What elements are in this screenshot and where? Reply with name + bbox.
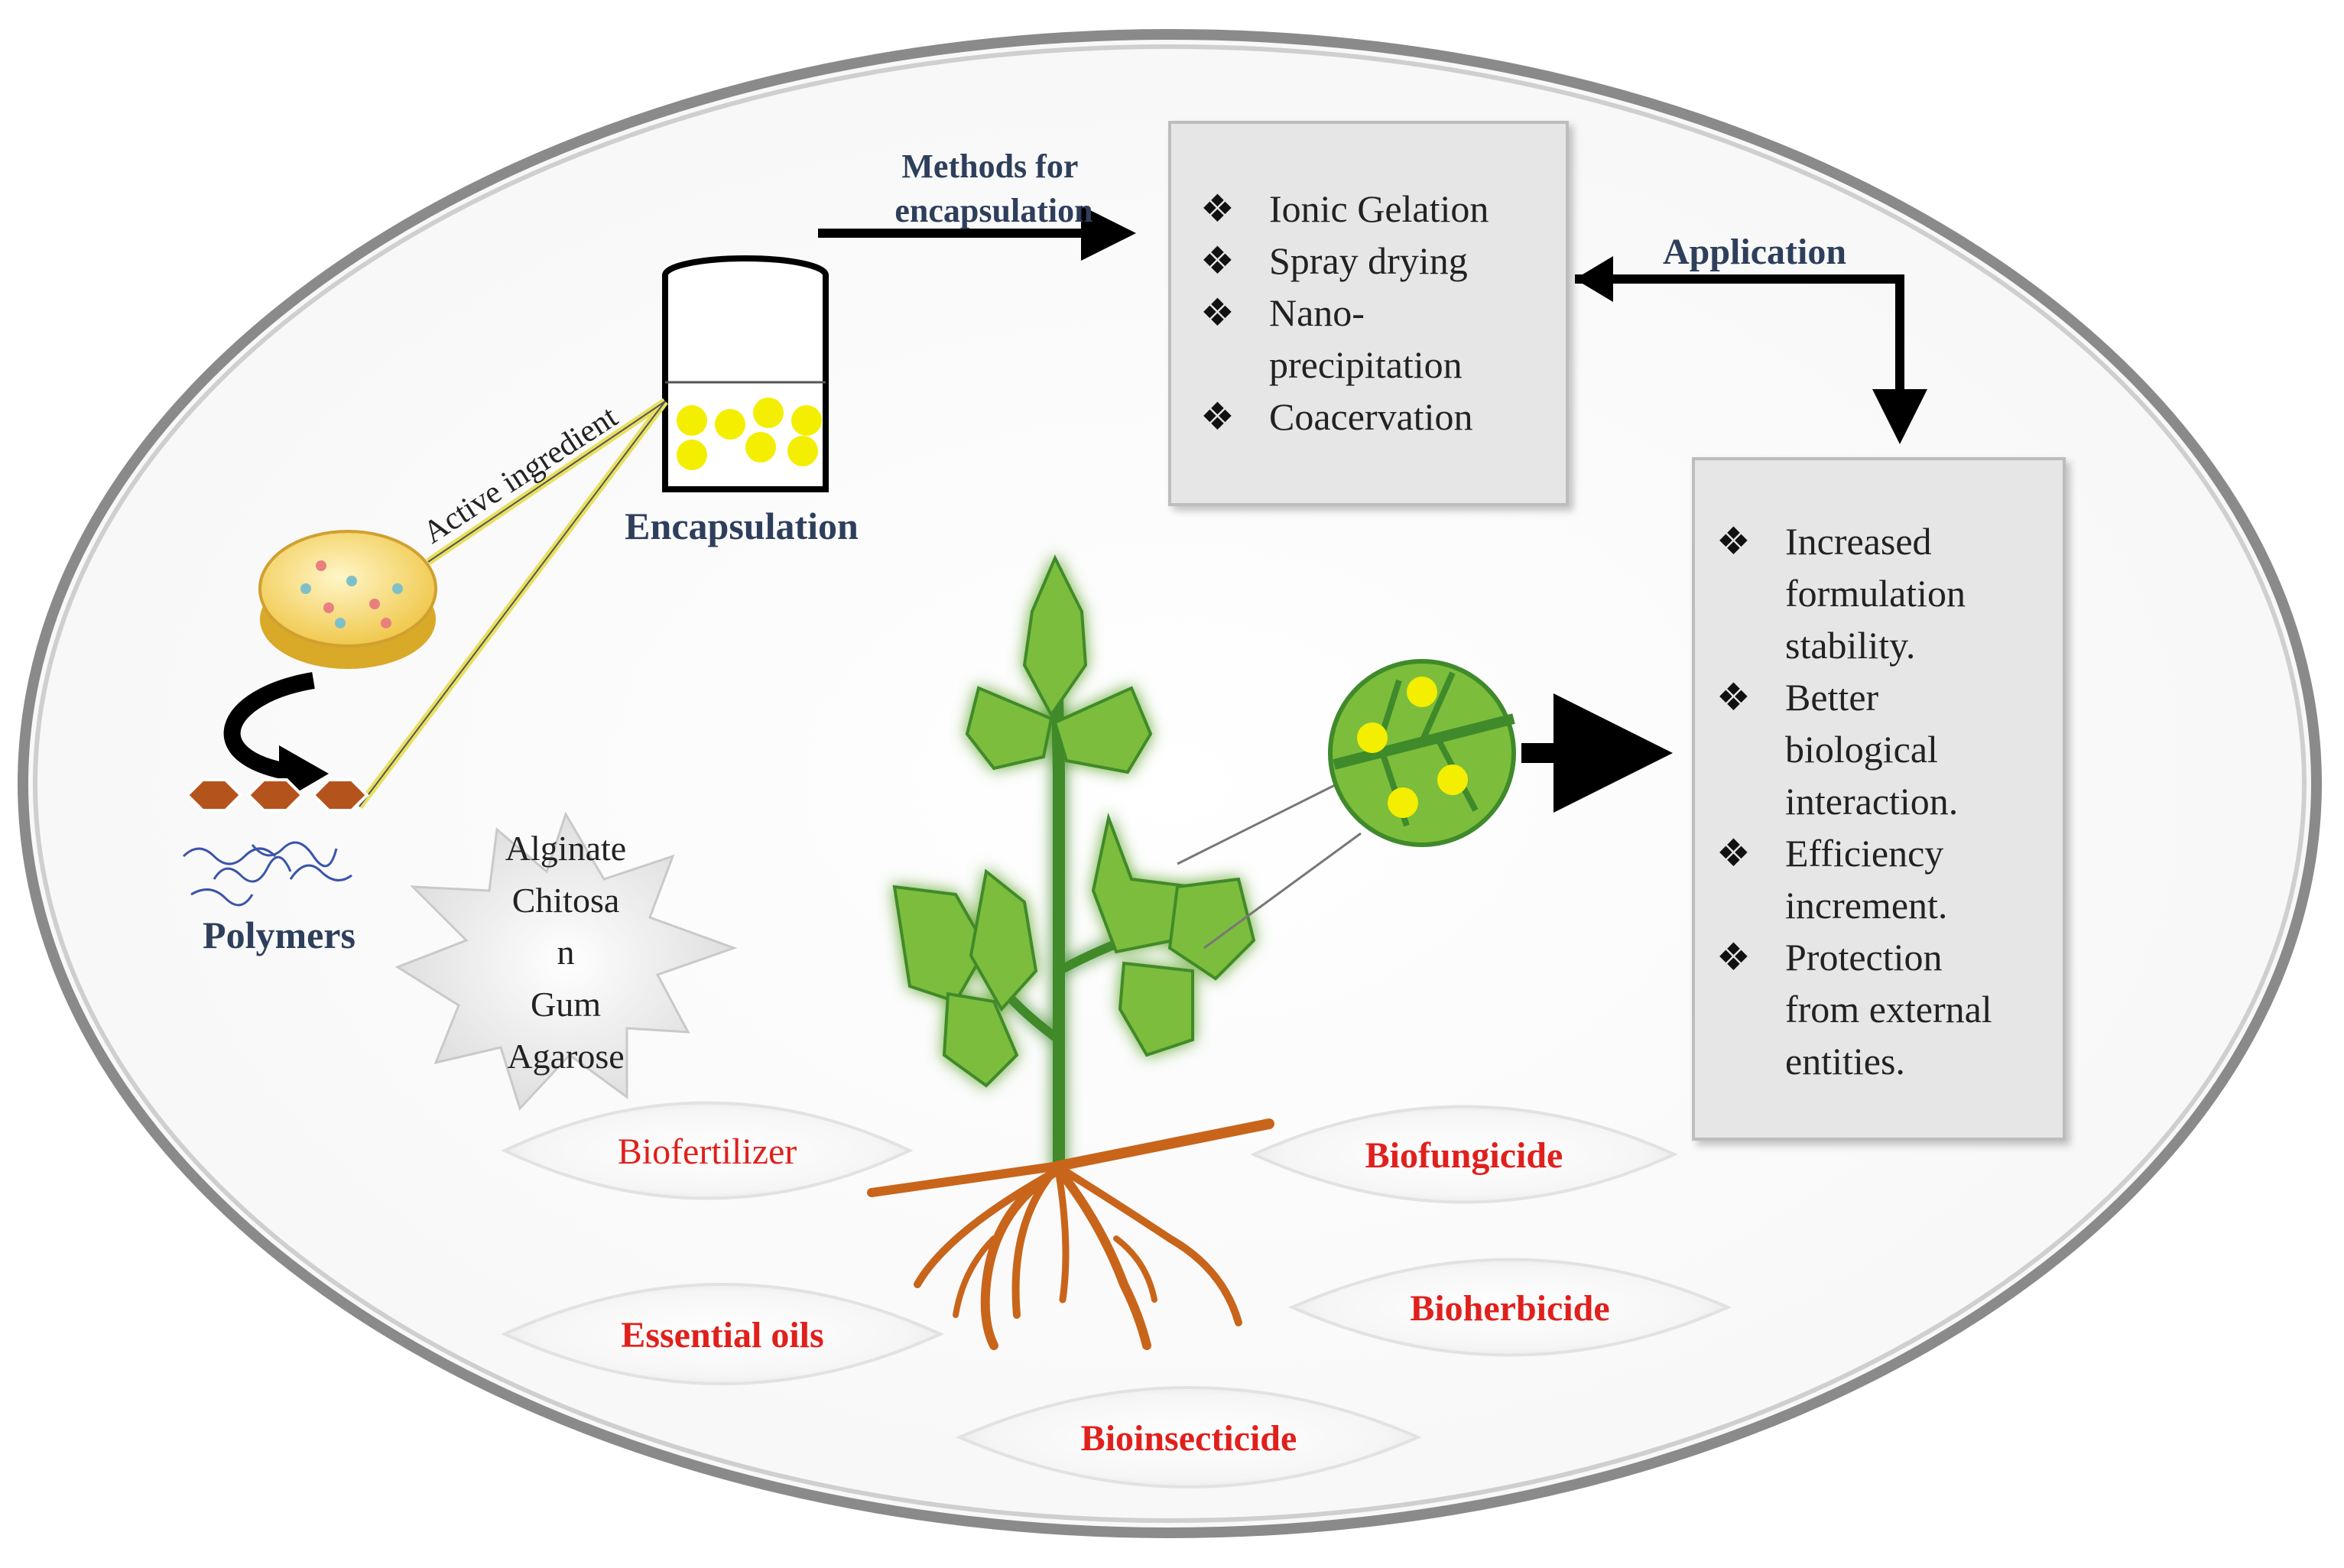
capsule-disc-icon [258, 530, 437, 669]
outer-oval-inner-line [33, 44, 2307, 1523]
use-essential-oils: Essential oils [501, 1283, 944, 1385]
polymers-label: Polymers [203, 914, 355, 956]
polymer-type: n [557, 933, 575, 972]
biofertilizer-label: Biofertilizer [618, 1131, 797, 1172]
list-item-line: Protection [1785, 936, 1943, 979]
bullet-icon: ❖ [1200, 187, 1235, 230]
list-item-line: formulation [1785, 572, 1966, 615]
use-biofungicide: Biofungicide [1250, 1105, 1678, 1204]
polymer-type: Alginate [505, 829, 626, 868]
use-bioherbicide: Bioherbicide [1288, 1258, 1732, 1357]
curved-arrow-icon [223, 672, 315, 781]
list-item-line: increment. [1785, 884, 1947, 927]
methods-list: ❖ Ionic Gelation ❖ Spray drying ❖ Nano-precip… [1200, 187, 1489, 438]
polymer-type: Chitosa [512, 881, 620, 920]
list-item-line: Ionic Gelation [1269, 187, 1489, 230]
polymer-type: Agarose [507, 1037, 624, 1076]
application-arrow-back-head [1575, 256, 1613, 302]
bullet-icon: ❖ [1716, 832, 1751, 875]
magnify-line-bottom [1203, 832, 1362, 950]
list-item-line: Efficiency [1785, 832, 1943, 875]
use-biofertilizer: Biofertilizer [501, 1101, 914, 1200]
active-ingredient-links [356, 398, 668, 810]
benefits-box: ❖ Increased formulation stability. ❖ Better bi… [1692, 457, 2066, 1141]
bullet-icon: ❖ [1716, 936, 1751, 979]
bioherbicide-label: Bioherbicide [1410, 1288, 1609, 1329]
bullet-icon: ❖ [1200, 395, 1235, 438]
methods-box: ❖ Ionic Gelation ❖ Spray drying ❖ Nano-precip… [1168, 121, 1569, 506]
magnified-leaf-icon [1328, 659, 1516, 847]
polymer-chains-icon [182, 841, 352, 907]
bullet-icon: ❖ [1716, 520, 1751, 563]
methods-label: Methods for encapsulation [894, 148, 1092, 229]
bullet-icon: ❖ [1200, 239, 1235, 282]
polymer-type: Gum [531, 985, 601, 1024]
list-item-line: biological [1785, 728, 1938, 771]
biofungicide-label: Biofungicide [1365, 1135, 1563, 1176]
polymer-types-star [394, 811, 738, 1111]
application-arrow [1575, 274, 1927, 444]
list-item-line: Better [1785, 676, 1879, 719]
list-item-line: interaction. [1785, 780, 1958, 823]
list-item-line: Spray drying [1269, 239, 1468, 282]
list-item-line: Nano- [1269, 291, 1365, 334]
bullet-icon: ❖ [1200, 291, 1235, 334]
beaker-icon [662, 255, 829, 492]
plant-roots-icon [867, 1118, 1274, 1350]
list-item-line: precipitation [1269, 343, 1463, 386]
magnify-line-top [1177, 778, 1346, 865]
encapsulation-label: Encapsulation [625, 505, 859, 547]
list-item-line: entities. [1785, 1040, 1905, 1083]
bioinsecticide-label: Bioinsecticide [1081, 1418, 1297, 1459]
application-label: Application [1663, 232, 1846, 272]
plant-icon [892, 554, 1256, 1174]
list-item-line: Increased [1785, 520, 1932, 563]
use-bioinsecticide: Bioinsecticide [955, 1386, 1423, 1488]
polymer-hexagons-icon [185, 778, 369, 812]
bullet-icon: ❖ [1716, 676, 1751, 719]
essential-oils-label: Essential oils [621, 1315, 823, 1355]
benefits-list: ❖ Increased formulation stability. ❖ Better bi… [1716, 520, 1992, 1083]
list-item-line: Coacervation [1269, 395, 1473, 438]
list-item-line: from external [1785, 988, 1992, 1031]
list-item-line: stability. [1785, 624, 1915, 667]
